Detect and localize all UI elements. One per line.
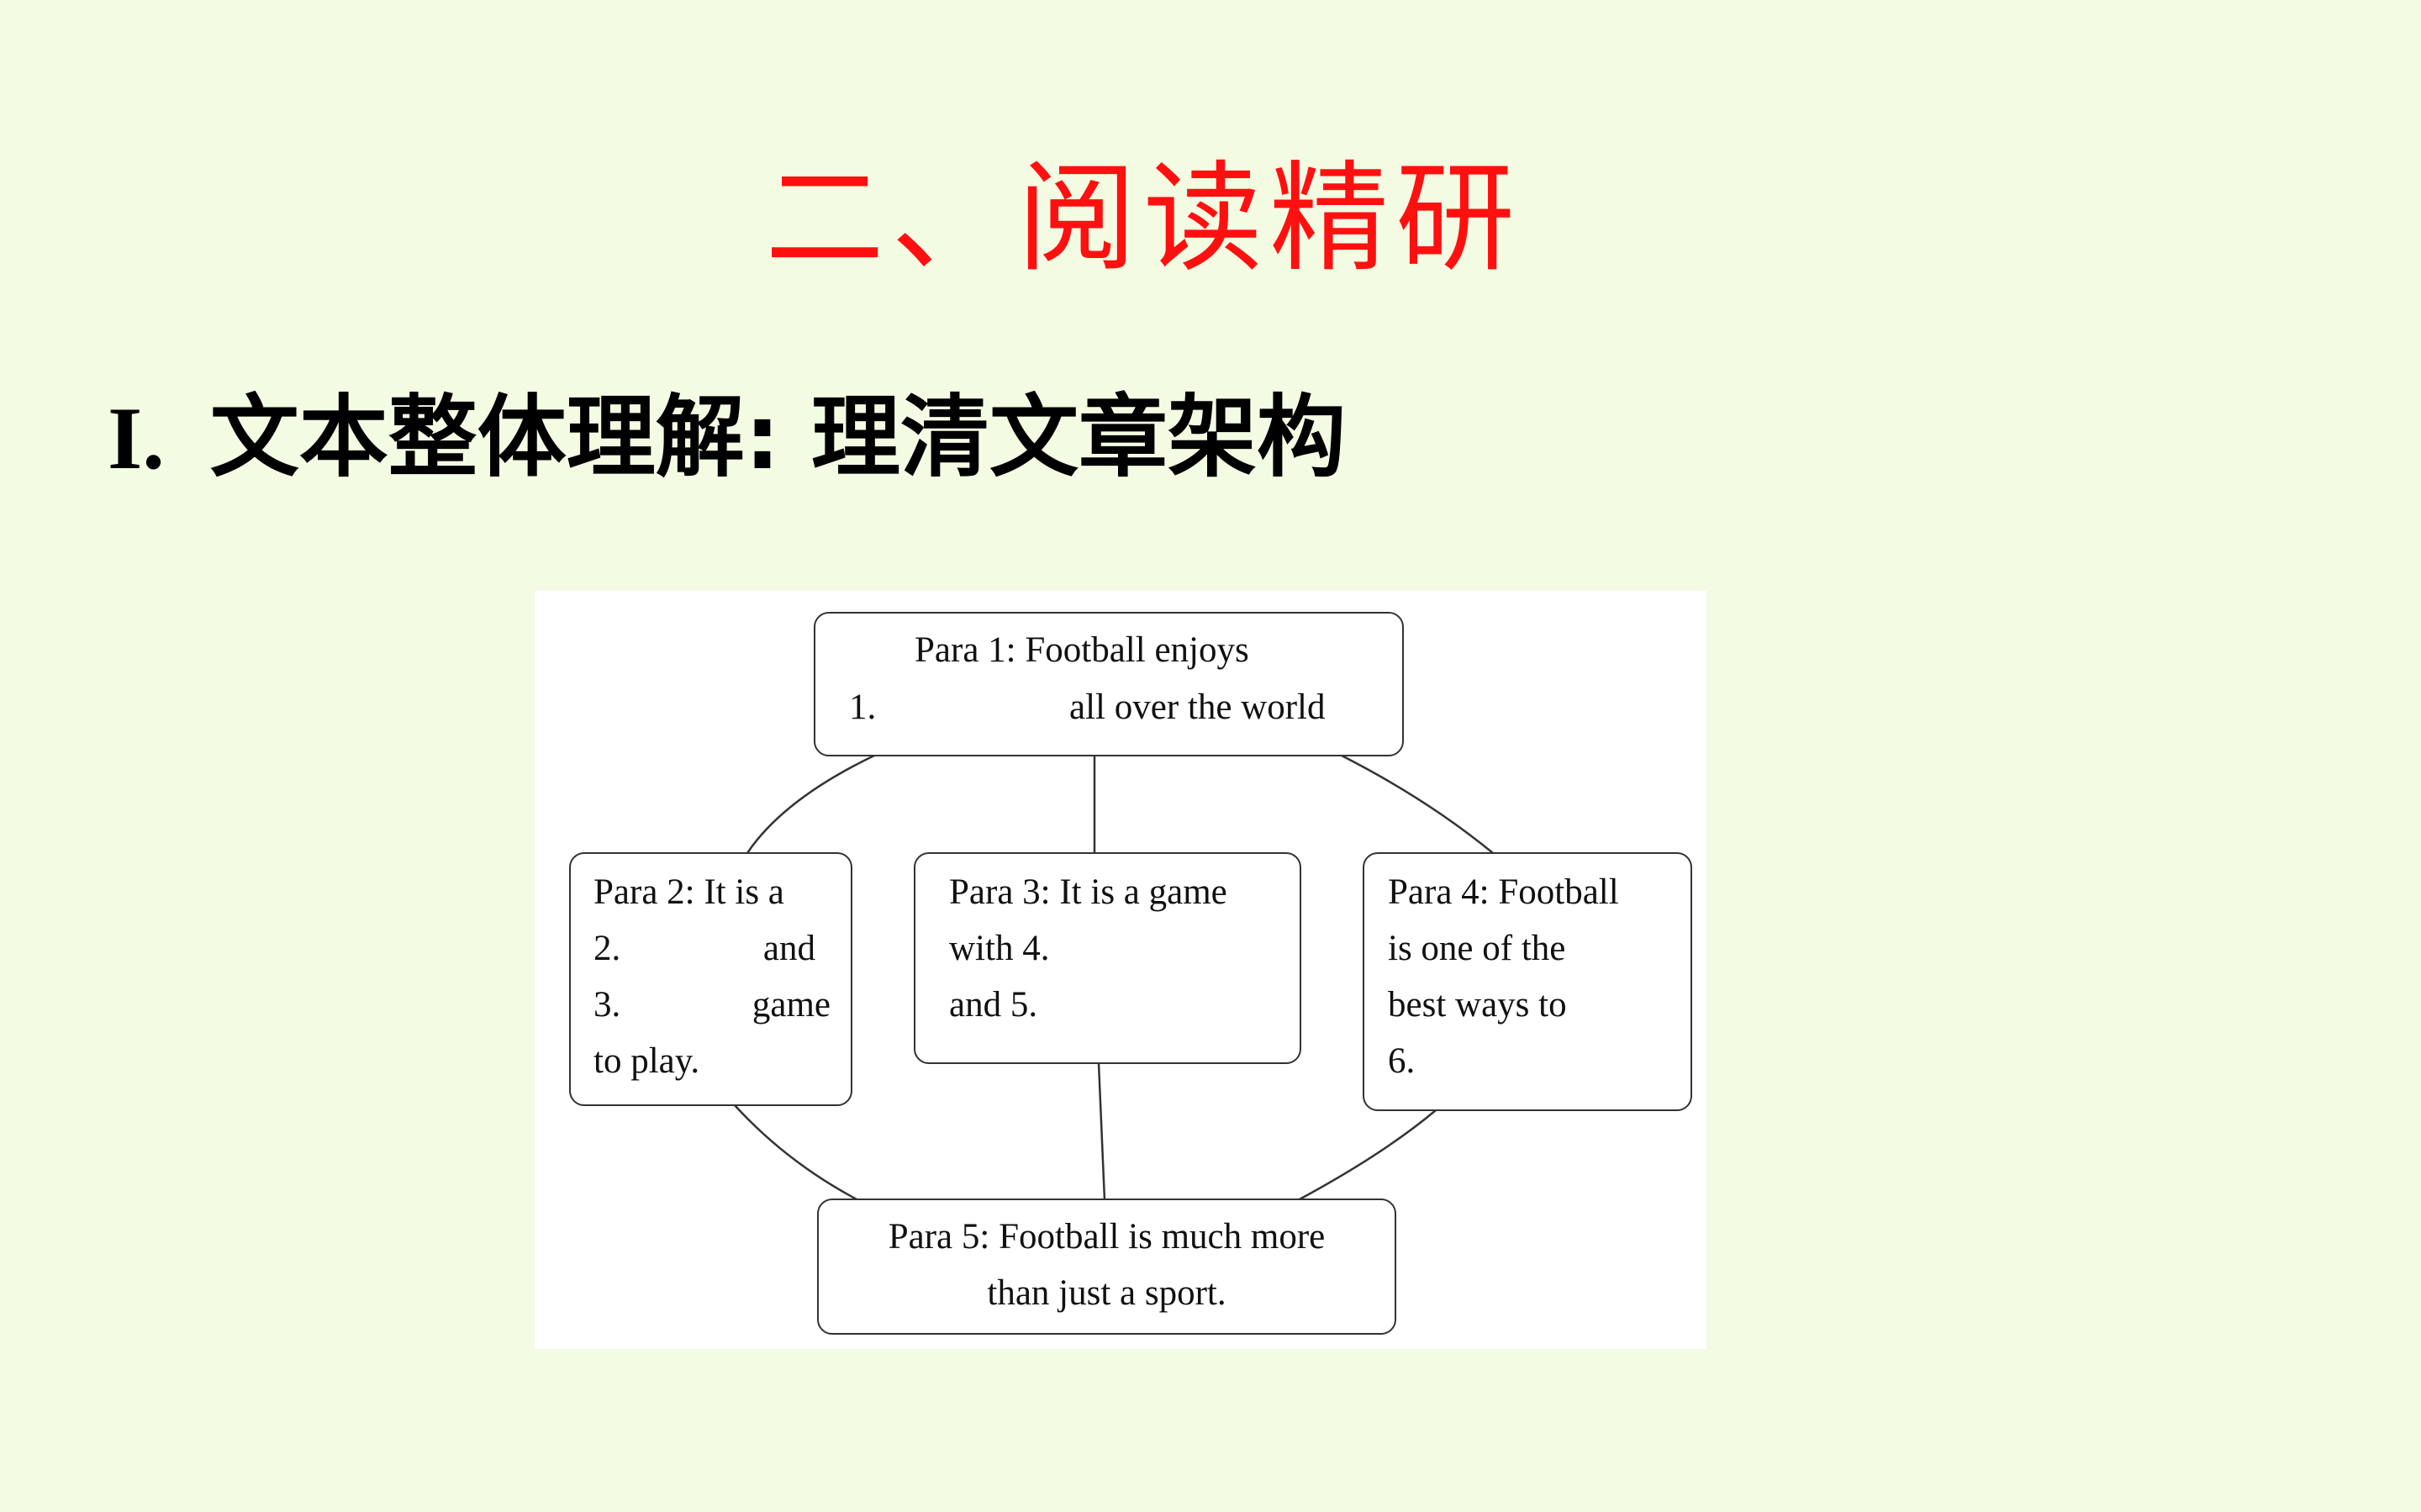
- slide-title: 二、阅读精研: [765, 150, 1522, 288]
- para2-box: Para 2: It is a 2. and 3. game to play.: [569, 852, 852, 1106]
- connector-para1-para4: [1341, 754, 1494, 854]
- connector-lines: [734, 754, 1494, 1202]
- para3-box: Para 3: It is a game with 4. and 5.: [914, 852, 1301, 1064]
- section-title: 文本整体理解: 理清文章架构: [209, 386, 1347, 489]
- para4-line4: 6.: [1388, 1041, 1416, 1081]
- section-heading: I.文本整体理解: 理清文章架构: [108, 393, 1346, 483]
- para1-blank-number: 1.: [849, 688, 877, 727]
- para4-line3: best ways to: [1388, 985, 1567, 1025]
- para2-blank2-rest: and: [762, 929, 815, 968]
- para1-box: Para 1: Football enjoys 1. all over the …: [814, 612, 1404, 756]
- connector-para2-para5: [734, 1104, 859, 1202]
- connector-para3-para5: [1097, 1062, 1106, 1201]
- para5-box: Para 5: Football is much more than just …: [817, 1199, 1396, 1335]
- para2-blank2-number: 2.: [593, 929, 621, 968]
- para5-line1: Para 5: Football is much more: [888, 1217, 1326, 1256]
- para4-line1: Para 4: Football: [1388, 872, 1619, 912]
- para4-line2: is one of the: [1388, 929, 1566, 968]
- para5-line2: than just a sport.: [987, 1273, 1226, 1313]
- para1-line2: all over the world: [1069, 688, 1326, 727]
- para2-line4: to play.: [593, 1041, 700, 1081]
- para2-line1: Para 2: It is a: [593, 872, 784, 912]
- section-number: I.: [108, 389, 165, 487]
- para4-box: Para 4: Football is one of the best ways…: [1363, 852, 1692, 1111]
- connector-para4-para5: [1297, 1109, 1437, 1202]
- para1-line1: Para 1: Football enjoys: [915, 630, 1249, 670]
- para3-line3: and 5.: [949, 985, 1038, 1025]
- para3-line2: with 4.: [949, 929, 1050, 968]
- structure-diagram: Para 1: Football enjoys 1. all over the …: [535, 591, 1706, 1349]
- para2-blank3-number: 3.: [593, 985, 621, 1025]
- para3-line1: Para 3: It is a game: [949, 872, 1227, 912]
- connector-para1-para2: [746, 754, 875, 854]
- para2-blank3-rest: game: [752, 985, 831, 1025]
